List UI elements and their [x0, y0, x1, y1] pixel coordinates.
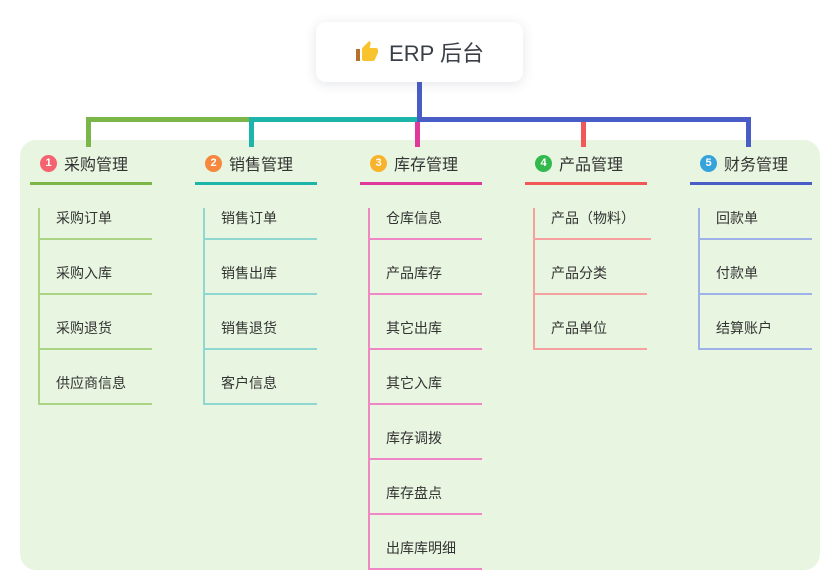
child-node[interactable]: 库存盘点 [370, 483, 482, 515]
branch-title: 财务管理 [724, 157, 789, 174]
child-node[interactable]: 出库库明细 [370, 538, 482, 570]
branch-finance: 5 财务管理 回款单 付款单 结算账户 [690, 148, 812, 350]
branch-product: 4 产品管理 产品（物料） 产品分类 产品单位 [525, 148, 651, 350]
child-node[interactable]: 客户信息 [205, 373, 317, 405]
child-node[interactable]: 库存调拨 [370, 428, 482, 460]
branch-number-badge: 5 [700, 154, 717, 172]
child-node[interactable]: 销售出库 [205, 263, 317, 295]
thumbs-up-icon [356, 41, 379, 61]
child-node[interactable]: 销售订单 [205, 208, 317, 240]
child-node[interactable]: 采购入库 [40, 263, 152, 295]
connector-branch-5 [417, 117, 751, 122]
branch-number-badge: 1 [40, 154, 57, 172]
branch-children: 产品（物料） 产品分类 产品单位 [533, 208, 651, 350]
trunk-connector [417, 80, 422, 122]
branch-inventory: 3 库存管理 仓库信息 产品库存 其它出库 其它入库 库存调拨 库存盘点 出库库… [360, 148, 482, 570]
root-label: ERP 后台 [389, 41, 484, 66]
child-node[interactable]: 其它出库 [370, 318, 482, 350]
background-panel [20, 140, 820, 570]
child-node[interactable]: 产品单位 [535, 318, 647, 350]
child-node[interactable]: 仓库信息 [370, 208, 482, 240]
branch-title: 产品管理 [559, 157, 624, 174]
connector-drop-2 [249, 117, 254, 147]
child-node[interactable]: 产品库存 [370, 263, 482, 295]
branch-number-badge: 4 [535, 154, 552, 172]
branch-title: 库存管理 [394, 157, 459, 174]
branch-title: 销售管理 [229, 157, 294, 174]
connector-drop-5 [746, 117, 751, 147]
connector-drop-4 [581, 117, 586, 147]
branch-number-badge: 3 [370, 154, 387, 172]
branch-node-purchase[interactable]: 1 采购管理 [30, 148, 152, 185]
branch-node-finance[interactable]: 5 财务管理 [690, 148, 812, 185]
branch-node-inventory[interactable]: 3 库存管理 [360, 148, 482, 185]
connector-drop-1 [86, 117, 91, 147]
branch-children: 销售订单 销售出库 销售退货 客户信息 [203, 208, 317, 405]
branch-number-badge: 2 [205, 154, 222, 172]
branch-children: 采购订单 采购入库 采购退货 供应商信息 [38, 208, 152, 405]
child-node[interactable]: 回款单 [700, 208, 812, 240]
branch-node-sales[interactable]: 2 销售管理 [195, 148, 317, 185]
connector-branch-1 [86, 117, 254, 122]
child-node[interactable]: 结算账户 [700, 318, 812, 350]
child-node[interactable]: 产品（物料） [535, 208, 651, 240]
root-node[interactable]: ERP 后台 [316, 22, 523, 82]
child-node[interactable]: 其它入库 [370, 373, 482, 405]
child-node[interactable]: 销售退货 [205, 318, 317, 350]
child-node[interactable]: 采购订单 [40, 208, 152, 240]
branch-title: 采购管理 [64, 157, 129, 174]
child-node[interactable]: 产品分类 [535, 263, 647, 295]
child-node[interactable]: 供应商信息 [40, 373, 152, 405]
child-node[interactable]: 付款单 [700, 263, 812, 295]
child-node[interactable]: 采购退货 [40, 318, 152, 350]
branch-children: 仓库信息 产品库存 其它出库 其它入库 库存调拨 库存盘点 出库库明细 [368, 208, 482, 570]
branch-purchase: 1 采购管理 采购订单 采购入库 采购退货 供应商信息 [30, 148, 152, 405]
connector-drop-3 [415, 117, 420, 147]
connector-branch-2 [249, 117, 420, 122]
branch-sales: 2 销售管理 销售订单 销售出库 销售退货 客户信息 [195, 148, 317, 405]
branch-node-product[interactable]: 4 产品管理 [525, 148, 647, 185]
branch-children: 回款单 付款单 结算账户 [698, 208, 812, 350]
